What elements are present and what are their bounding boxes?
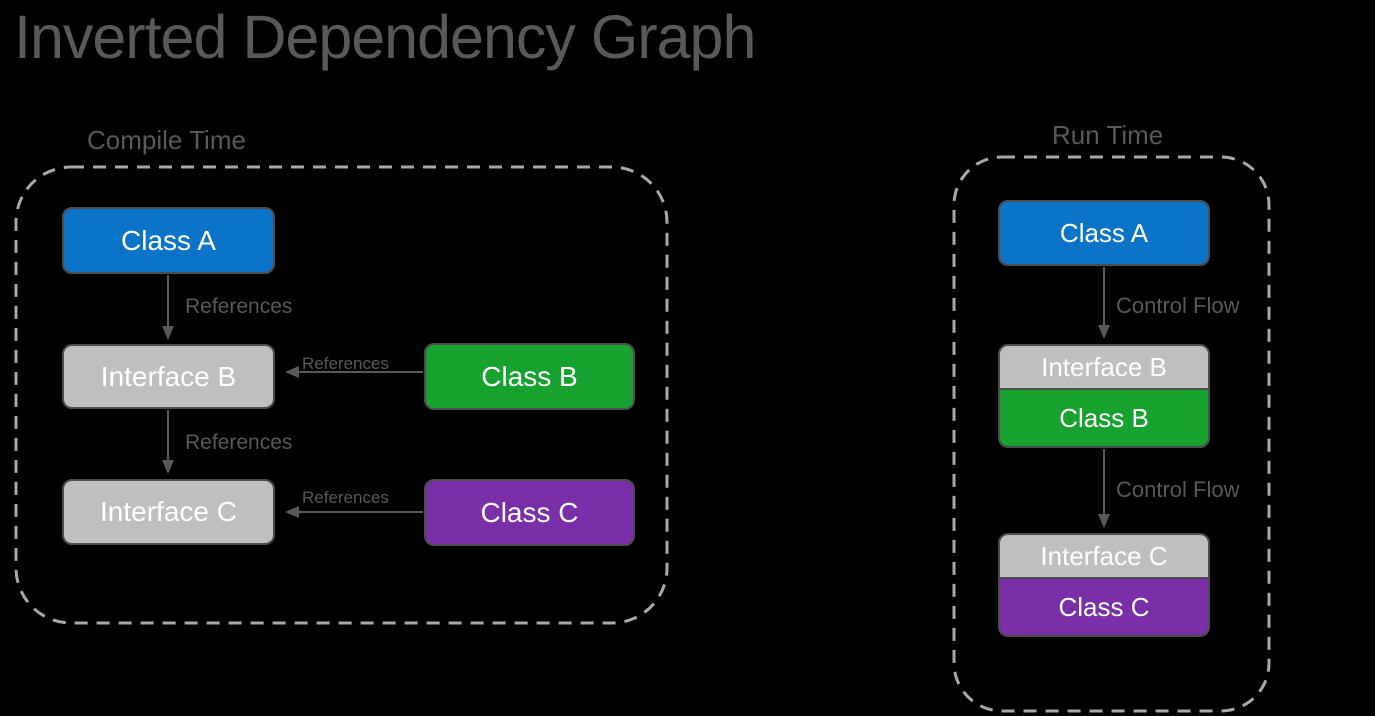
run-time-container [952, 155, 1271, 713]
run-interfaceb-classb-stack: Interface B Class B [998, 344, 1210, 448]
run-class-b-node: Class B [1000, 390, 1208, 446]
references-label-classc: References [302, 488, 389, 507]
compile-class-b-node: Class B [424, 343, 635, 410]
compile-time-container [14, 165, 669, 625]
compile-class-c-node: Class C [424, 479, 635, 546]
run-time-label: Run Time [1052, 120, 1164, 150]
references-label-b-to-c: References [185, 431, 293, 454]
run-interface-b-node: Interface B [1000, 346, 1208, 390]
run-interface-c-node: Interface C [1000, 535, 1208, 579]
references-label-classb: References [302, 354, 389, 373]
compile-interface-b-node: Interface B [62, 344, 275, 409]
references-label-a-to-b: References [185, 295, 293, 318]
compile-class-a-node: Class A [62, 207, 275, 274]
compile-interface-c-node: Interface C [62, 479, 275, 545]
page-title: Inverted Dependency Graph [14, 3, 756, 71]
compile-time-label: Compile Time [87, 125, 246, 155]
control-flow-label-b-to-c: Control Flow [1116, 477, 1240, 502]
control-flow-label-a-to-b: Control Flow [1116, 293, 1240, 318]
run-class-a-node: Class A [998, 200, 1210, 266]
run-class-c-node: Class C [1000, 579, 1208, 635]
run-interfacec-classc-stack: Interface C Class C [998, 533, 1210, 637]
